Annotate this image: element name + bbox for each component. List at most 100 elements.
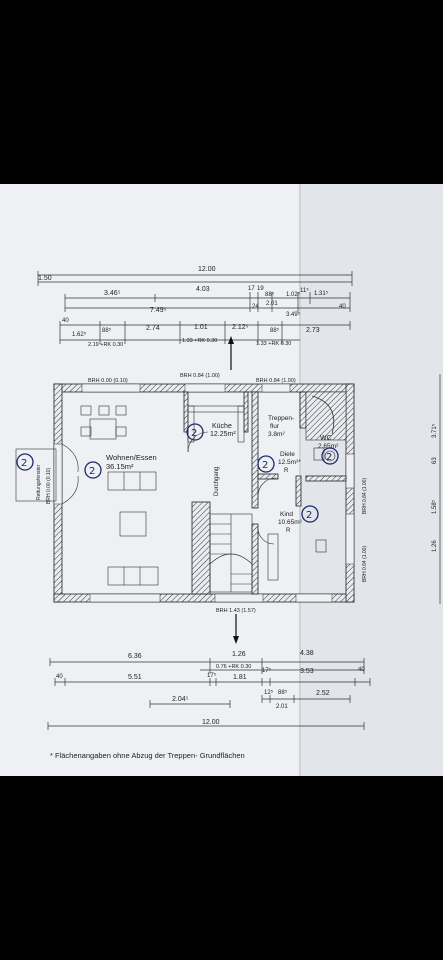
dim-label: 2.04⁵ bbox=[172, 696, 189, 703]
dim-label: 40 bbox=[339, 304, 346, 310]
room-kind-area: 10.65m² bbox=[278, 519, 303, 526]
circle-mark-number: 2 bbox=[21, 458, 27, 469]
brh-top-mid: BRH 0.84 (1.00) bbox=[180, 373, 220, 379]
dim-label: 40 bbox=[358, 667, 365, 673]
dim-label: 1.02⁵ bbox=[286, 291, 301, 298]
dim-label: 40 bbox=[62, 318, 69, 324]
upper-staircase bbox=[305, 391, 347, 441]
room-wc-name: WC bbox=[320, 435, 332, 442]
dim-label: 11⁵ bbox=[300, 287, 309, 294]
doors bbox=[61, 431, 277, 545]
dim-total-bottom: 12.00 bbox=[202, 719, 220, 726]
dim-label: 88⁵ bbox=[265, 291, 275, 298]
dim-label-vertical: 1.58⁵ bbox=[431, 499, 438, 514]
dim-label: 1.26 bbox=[232, 651, 246, 658]
brh-right-lower: BRH 0.84 (1.00) bbox=[362, 546, 368, 582]
floorplan-drawing: 12.00 1.50 3.46⁵ 4.03 17 19 88⁵ 1.02⁵ 11… bbox=[0, 184, 443, 776]
room-kind-name: Kind bbox=[280, 511, 293, 518]
paper-sheet bbox=[0, 184, 300, 776]
terrace-box bbox=[15, 448, 57, 502]
handwritten-marks: 2 2 2 2 2 2 bbox=[16, 423, 339, 523]
dim-label: 88⁵ bbox=[278, 689, 288, 696]
room-wc-area: 2.65m² bbox=[318, 443, 339, 450]
dim-label: 4.38 bbox=[300, 650, 314, 657]
room-treppen-name2: flur bbox=[270, 423, 280, 430]
dim-label: 2.01 bbox=[266, 301, 278, 307]
room-treppen-area: 3.8m² bbox=[268, 431, 285, 438]
circle-mark bbox=[321, 447, 339, 465]
brh-labels: BRH 0.00 (0.10) BRH 0.84 (1.00) BRH 0.84… bbox=[46, 373, 368, 614]
circle-mark-number: 2 bbox=[191, 428, 197, 439]
dim-label: 4.03 bbox=[196, 286, 210, 293]
dim-label: 2.74 bbox=[146, 325, 160, 332]
dim-label: 2.01 bbox=[276, 704, 288, 710]
dim-label: 3.49⁵ bbox=[286, 311, 301, 318]
dim-label: 88⁵ bbox=[102, 327, 112, 334]
dim-label: 88⁵ bbox=[270, 327, 280, 334]
circle-mark bbox=[84, 461, 102, 479]
brh-top-right: BRH 0.84 (1.00) bbox=[256, 378, 296, 384]
dim-label: 3.46⁵ bbox=[104, 290, 121, 297]
dim-label: 1.33 +RK 0.30 bbox=[256, 341, 291, 347]
circle-mark bbox=[257, 455, 275, 473]
room-treppen-name: Treppen- bbox=[268, 415, 294, 422]
dim-label: 1.31⁵ bbox=[314, 290, 329, 297]
dim-label: 17⁵ bbox=[207, 672, 217, 679]
room-kind-r: R bbox=[286, 528, 291, 534]
room-kueche-name: Küche bbox=[212, 423, 232, 430]
dim-label: 7.49⁵ bbox=[150, 307, 167, 314]
circle-mark-number: 2 bbox=[89, 466, 95, 477]
room-diele-name: Diele bbox=[280, 451, 295, 458]
dim-label: 17⁵ bbox=[262, 667, 272, 674]
room-diele-area: 12.5m²* bbox=[278, 459, 301, 466]
circle-mark bbox=[186, 423, 204, 441]
circle-mark bbox=[301, 505, 319, 523]
dim-label: 19 bbox=[257, 286, 264, 292]
circle-mark bbox=[16, 453, 34, 471]
dim-label: 1.81 bbox=[233, 674, 247, 681]
dim-label: 1.33 +RK 0.30 bbox=[182, 338, 217, 344]
circle-mark-number: 2 bbox=[306, 510, 312, 521]
circle-mark-number: 2 bbox=[262, 460, 268, 471]
right-side-dimensions: 3.71⁵ 63 1.58⁵ 1.26 bbox=[431, 374, 441, 604]
room-diele-r: R bbox=[284, 468, 289, 474]
dim-label: 2.73 bbox=[306, 327, 320, 334]
circle-mark-number: 2 bbox=[326, 452, 332, 463]
dim-label: 3.53 bbox=[300, 668, 314, 675]
bottom-dimensions: 6.36 4.38 1.26 0.76 +RK 0.30 17⁵ 40 5.51… bbox=[47, 650, 371, 730]
floorplan-photo: 12.00 1.50 3.46⁵ 4.03 17 19 88⁵ 1.02⁵ 11… bbox=[0, 184, 443, 776]
durchgang-label: Durchgang bbox=[214, 467, 220, 496]
footnote: * Flächenangaben ohne Abzug der Treppen-… bbox=[50, 751, 245, 760]
dim-label: 5.51 bbox=[128, 674, 142, 681]
dim-label: 1.62⁵ bbox=[72, 331, 87, 338]
brh-bottom: BRH 1.43 (1.57) bbox=[216, 608, 256, 614]
dim-label: 17 bbox=[248, 286, 255, 292]
dim-label-vertical: 3.71⁵ bbox=[431, 423, 438, 438]
dim-label: 2.52 bbox=[316, 690, 330, 697]
kind-furniture bbox=[267, 533, 327, 581]
brh-top-left: BRH 0.00 (0.10) bbox=[88, 378, 128, 384]
brh-right-upper: BRH 0.84 (1.00) bbox=[362, 478, 368, 514]
walls bbox=[53, 383, 355, 603]
dim-label-vertical: 63 bbox=[432, 457, 438, 464]
wc-fixtures bbox=[313, 447, 336, 462]
top-dimensions: 12.00 1.50 3.46⁵ 4.03 17 19 88⁵ 1.02⁵ 11… bbox=[37, 266, 353, 348]
dim-label: 1.50 bbox=[38, 275, 52, 282]
staircase bbox=[209, 513, 253, 593]
section-arrow-bottom bbox=[233, 614, 239, 644]
room-kueche-area: 12.25m² bbox=[210, 431, 236, 438]
dim-total-top: 12.00 bbox=[198, 266, 216, 273]
dim-label: 1.01 bbox=[194, 324, 208, 331]
dim-label: 24 bbox=[252, 304, 259, 310]
sofa-set bbox=[107, 471, 159, 586]
dim-label-vertical: 1.26 bbox=[432, 540, 438, 552]
dim-label: 2.12⁵ bbox=[232, 324, 249, 331]
brh-left: BRH 0.00 (0.10) bbox=[46, 468, 52, 504]
dining-table bbox=[80, 405, 127, 440]
section-arrow-top bbox=[228, 336, 234, 370]
room-wohnen-area: 36.15m² bbox=[106, 462, 134, 471]
dim-label: 40 bbox=[56, 674, 63, 680]
room-wohnen-name: Wohnen/Essen bbox=[106, 453, 157, 462]
dim-label: 2.19 +RK 0.30 bbox=[88, 342, 123, 348]
terrace-label: Rettungsfenster bbox=[36, 464, 42, 500]
